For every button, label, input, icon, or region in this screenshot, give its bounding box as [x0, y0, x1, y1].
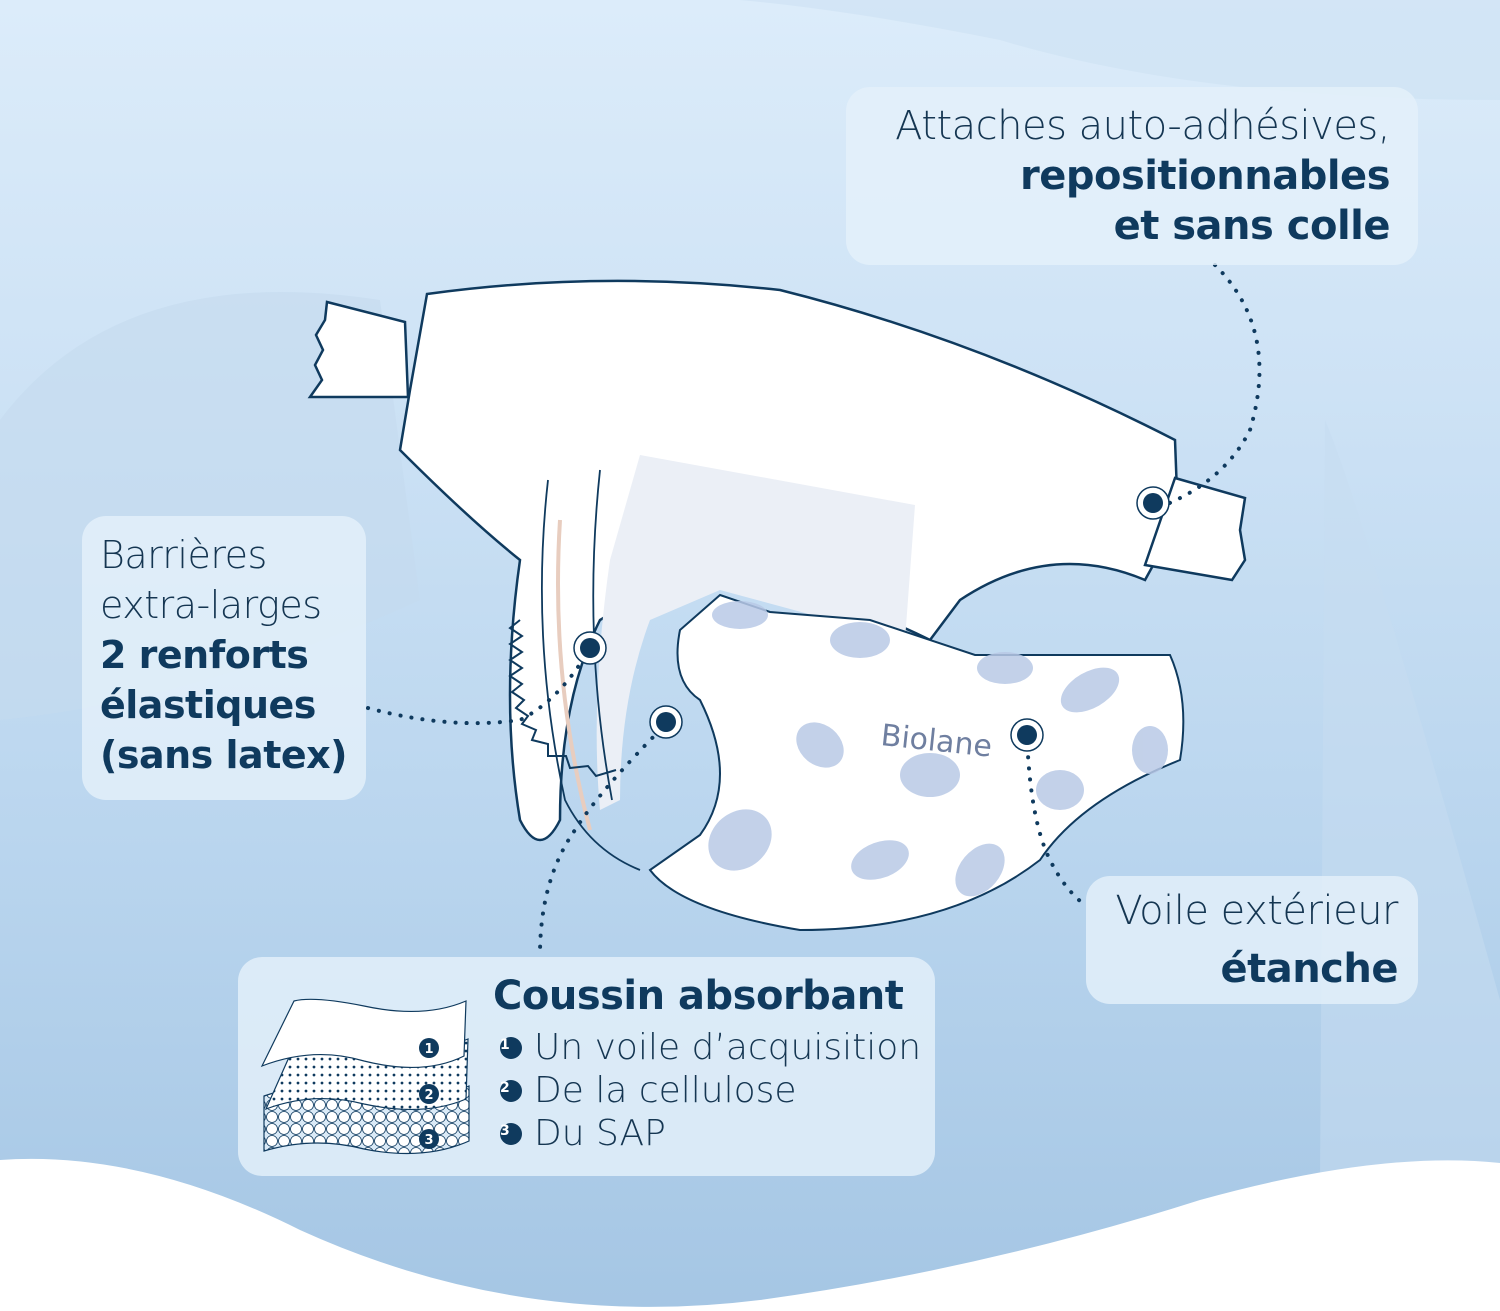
attaches-line2: repositionnables — [1019, 153, 1391, 199]
bottom-wave — [0, 1158, 1500, 1311]
attaches-line1: Attaches auto-adhésives, — [895, 103, 1390, 149]
coussin-title: Coussin absorbant — [493, 973, 904, 1019]
layer-label: Un voile d’acquisition — [534, 1027, 922, 1068]
number-badge-icon: 2 — [500, 1079, 522, 1102]
layer-item: 2 De la cellulose — [500, 1070, 797, 1111]
svg-text:3: 3 — [424, 1133, 433, 1148]
number-badge-icon: 3 — [500, 1122, 522, 1145]
barrieres-line3: 2 renforts — [100, 633, 309, 677]
absorbent-layers-icon: 1 2 3 — [260, 998, 470, 1155]
marker-voile — [1010, 718, 1044, 752]
callout-attaches: Attaches auto-adhésives, repositionnable… — [846, 87, 1418, 265]
layer-label: De la cellulose — [534, 1070, 797, 1111]
marker-coussin — [649, 705, 683, 739]
callout-coussin: 1 2 3 Coussin absorbant 1 Un voile d’acq… — [238, 957, 935, 1176]
layer-label: Du SAP — [534, 1113, 666, 1154]
layer-badge: 1 2 3 — [419, 1038, 439, 1149]
marker-attaches — [1136, 486, 1170, 520]
voile-line2: étanche — [1220, 946, 1398, 992]
svg-text:1: 1 — [424, 1042, 433, 1057]
marker-barrieres — [573, 631, 607, 665]
callout-voile: Voile extérieur étanche — [1086, 876, 1418, 1004]
barrieres-line2: extra-larges — [100, 583, 322, 627]
barrieres-line1: Barrières — [100, 533, 267, 577]
number-badge-icon: 1 — [500, 1036, 522, 1059]
svg-text:2: 2 — [424, 1088, 433, 1103]
barrieres-line4: élastiques — [100, 683, 316, 727]
barrieres-line5: (sans latex) — [100, 733, 348, 777]
attaches-line3: et sans colle — [1113, 203, 1391, 249]
layer-item: 1 Un voile d’acquisition — [500, 1027, 921, 1068]
voile-line1: Voile extérieur — [1115, 888, 1398, 934]
layer-item: 3 Du SAP — [500, 1113, 666, 1154]
callout-barrieres: Barrières extra-larges 2 renforts élasti… — [82, 516, 366, 800]
